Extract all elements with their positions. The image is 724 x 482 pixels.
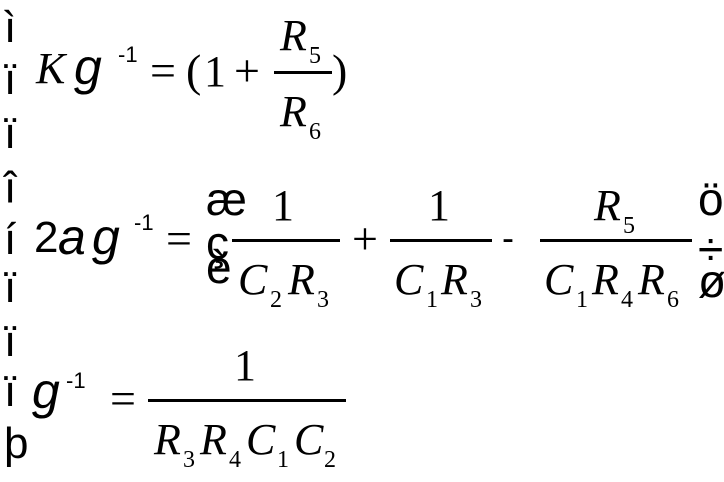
- brace-part: ï: [4, 263, 17, 312]
- subscript: 6: [309, 119, 321, 145]
- subscript: 6: [667, 287, 679, 313]
- fraction-bar: [274, 71, 332, 74]
- fraction-bar: [148, 399, 346, 402]
- right-bracket-top: ö: [698, 173, 724, 225]
- subscript: 5: [623, 213, 635, 239]
- brace-part: ï: [4, 367, 17, 416]
- symbol-C: C: [294, 415, 324, 464]
- left-paren: (: [186, 45, 202, 96]
- brace-part: í: [4, 215, 17, 264]
- symbol-C: C: [544, 255, 574, 304]
- equals-sign: =: [166, 213, 192, 264]
- subscript: 2: [270, 287, 282, 313]
- subscript: 2: [324, 447, 336, 473]
- denominator-R: R: [280, 87, 307, 136]
- minus-sign: -: [502, 217, 514, 258]
- right-bracket-mid: ÷: [698, 223, 724, 275]
- subscript: 1: [576, 287, 588, 313]
- exponent: -1: [118, 42, 138, 67]
- numerator-R: R: [280, 11, 307, 60]
- symbol-R: R: [154, 415, 181, 464]
- symbol-R: R: [200, 415, 227, 464]
- fraction-bar: [540, 239, 692, 242]
- left-bracket-mid: ç: [206, 217, 229, 269]
- fraction-bar: [390, 239, 492, 242]
- plus-sign: +: [352, 213, 378, 264]
- symbol-K: K: [36, 44, 66, 93]
- subscript: 3: [470, 287, 482, 313]
- brace-part: ï: [4, 109, 17, 158]
- subscript: 1: [426, 287, 438, 313]
- subscript: 5: [309, 43, 321, 69]
- symbol-C: C: [238, 255, 268, 304]
- left-bracket-top: æ: [206, 173, 247, 225]
- symbol-R: R: [594, 181, 621, 230]
- numerator: 1: [234, 341, 256, 390]
- number-one: 1: [204, 47, 226, 96]
- equals-sign: =: [150, 45, 176, 96]
- symbol-R: R: [441, 255, 468, 304]
- symbol-a: a: [58, 209, 86, 265]
- brace-middle: î: [4, 163, 17, 212]
- brace-part: ï: [4, 317, 17, 366]
- brace-bottom: þ: [4, 419, 29, 468]
- symbol-R: R: [592, 255, 619, 304]
- exponent: -1: [66, 368, 86, 393]
- subscript: 3: [317, 287, 329, 313]
- brace-part: ï: [4, 55, 17, 104]
- subscript: 4: [229, 447, 241, 473]
- brace-top: ì: [4, 3, 17, 52]
- plus-sign: +: [234, 45, 260, 96]
- symbol-g: g: [92, 209, 120, 265]
- right-paren: ): [332, 45, 348, 96]
- symbol-C: C: [246, 415, 276, 464]
- left-bracket-bottom: è: [206, 241, 232, 293]
- subscript: 4: [621, 287, 633, 313]
- symbol-g: g: [74, 39, 102, 95]
- symbol-R: R: [288, 255, 315, 304]
- exponent: -1: [134, 210, 154, 235]
- right-bracket-bottom: ø: [698, 255, 724, 307]
- subscript: 1: [277, 447, 289, 473]
- symbol-g: g: [32, 363, 60, 419]
- term2-numerator: 1: [428, 181, 450, 230]
- symbol-C: C: [394, 255, 424, 304]
- fraction-bar: [232, 239, 340, 242]
- term1-numerator: 1: [272, 181, 294, 230]
- subscript: 3: [183, 447, 195, 473]
- symbol-R: R: [638, 255, 665, 304]
- number-two: 2: [34, 213, 59, 262]
- equals-sign: =: [110, 373, 136, 424]
